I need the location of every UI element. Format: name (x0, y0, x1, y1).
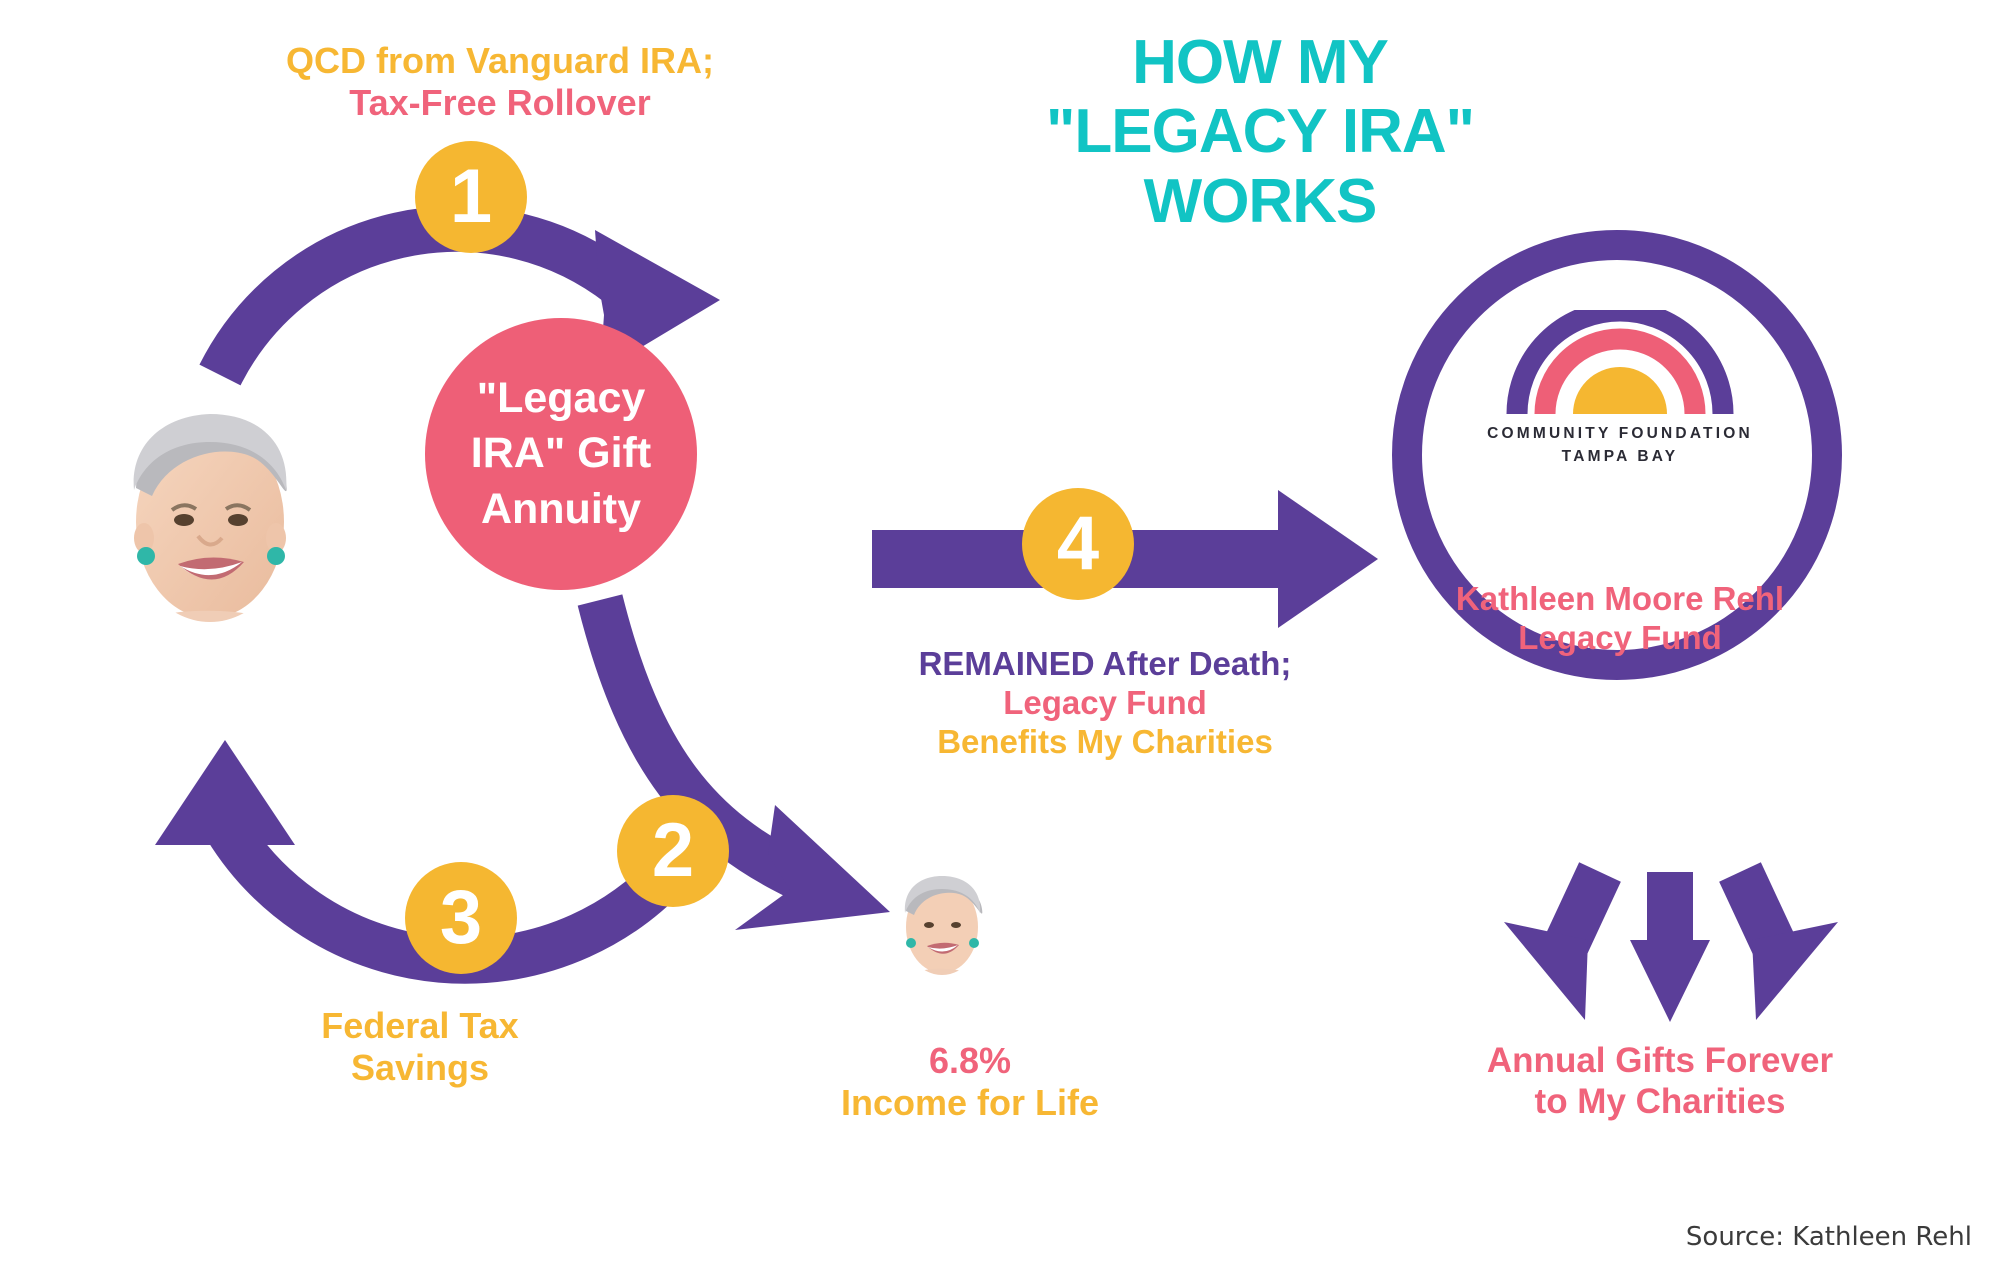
step-2-label: 6.8% Income for Life (790, 1040, 1150, 1125)
step-3-label-line-1: Federal Tax (321, 1005, 519, 1046)
step-1-label-line-1: QCD from Vanguard IRA; (285, 40, 715, 81)
foundation-name-line-1: COMMUNITY FOUNDATION (1487, 425, 1753, 442)
step-2-label-line-2: Income for Life (840, 1082, 1100, 1124)
step-4-label-line-3: Benefits My Charities (937, 722, 1273, 760)
step-badge-3: 3 (405, 862, 517, 974)
arrow-charities-left (1504, 862, 1621, 1020)
step-1-label-line-2: Tax-Free Rollover (349, 82, 651, 124)
legacy-circle-line-3: Annuity (480, 484, 642, 533)
step-1-label: QCD from Vanguard IRA; Tax-Free Rollover (220, 40, 780, 125)
rainbow-arc-icon (1495, 310, 1745, 420)
source-attribution: Source: Kathleen Rehl (1685, 1222, 1972, 1252)
outcome-label: Annual Gifts Forever to My Charities (1400, 1040, 1920, 1123)
step-4-label: REMAINED After Death; Legacy Fund Benefi… (870, 645, 1340, 762)
legacy-fund-name: Kathleen Moore Rehl Legacy Fund (1430, 580, 1810, 658)
step-2-label-line-1: 6.8% (928, 1040, 1012, 1081)
legacy-circle-label: "Legacy IRA" Gift Annuity (471, 371, 651, 536)
community-foundation-name: COMMUNITY FOUNDATION TAMPA BAY (1480, 422, 1760, 469)
arrow-charities-center (1630, 872, 1710, 1022)
portrait-photo-small (900, 867, 984, 975)
legacy-circle-line-1: "Legacy (476, 374, 646, 423)
community-foundation-logo: COMMUNITY FOUNDATION TAMPA BAY (1480, 310, 1760, 469)
arrow-charities-right (1719, 862, 1838, 1020)
legacy-ira-gift-annuity-node: "Legacy IRA" Gift Annuity (425, 318, 697, 590)
step-badge-1-number: 1 (449, 154, 493, 239)
step-badge-2: 2 (617, 795, 729, 907)
step-4-label-line-2: Legacy Fund (1003, 683, 1207, 721)
outcome-label-line-2: to My Charities (1534, 1082, 1786, 1122)
step-4-label-line-1: REMAINED After Death; (918, 645, 1292, 682)
title-line-1: HOW MY (1132, 28, 1389, 97)
fund-line-1: Kathleen Moore Rehl (1455, 580, 1785, 617)
outcome-label-line-1: Annual Gifts Forever (1486, 1041, 1834, 1080)
step-badge-3-number: 3 (439, 875, 483, 960)
fund-line-2: Legacy Fund (1518, 618, 1722, 656)
step-3-label: Federal Tax Savings (250, 1005, 590, 1090)
step-badge-4: 4 (1022, 488, 1134, 600)
step-badge-4-number: 4 (1056, 501, 1100, 586)
step-badge-2-number: 2 (651, 808, 695, 893)
portrait-photo-large (124, 398, 296, 622)
step-badge-1: 1 (415, 141, 527, 253)
legacy-circle-line-2: IRA" Gift (470, 429, 652, 478)
foundation-name-line-2: TAMPA BAY (1561, 448, 1679, 466)
step-3-label-line-2: Savings (350, 1047, 490, 1089)
title-line-2: "LEGACY IRA" WORKS (1045, 97, 1475, 236)
page-title: HOW MY "LEGACY IRA" WORKS (940, 28, 1580, 236)
